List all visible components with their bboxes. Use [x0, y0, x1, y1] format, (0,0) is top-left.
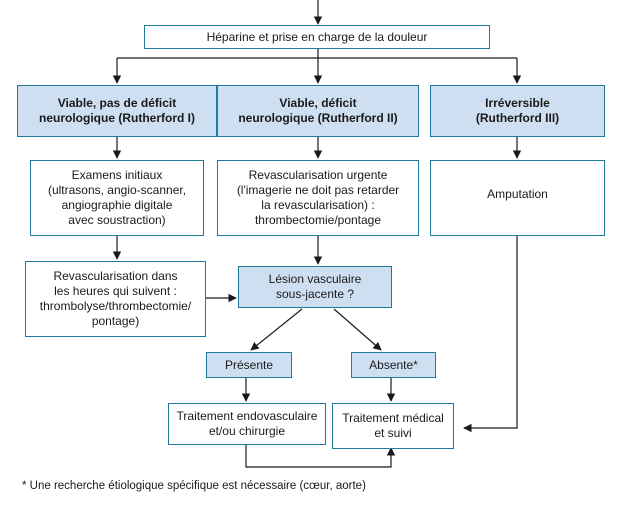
footnote: * Une recherche étiologique spécifique e… [22, 480, 366, 492]
arrow-lesion-to-absent [333, 308, 382, 351]
box-present: Présente [206, 352, 292, 378]
box-rutherford-3: Irréversible(Rutherford III) [430, 85, 605, 137]
box-heparin: Héparine et prise en charge de la douleu… [144, 25, 490, 49]
arrow-amputation-to-medical [463, 235, 518, 433]
arrow-lesion-to-present [250, 308, 303, 351]
box-amputation: Amputation [430, 160, 605, 236]
box-urgent-revascularisation: Revascularisation urgente(l'imagerie ne … [217, 160, 419, 236]
box-initial-exams: Examens initiaux(ultrasons, angio-scanne… [30, 160, 204, 236]
arrow-endo-to-medical [245, 444, 396, 468]
box-absent: Absente* [351, 352, 436, 378]
